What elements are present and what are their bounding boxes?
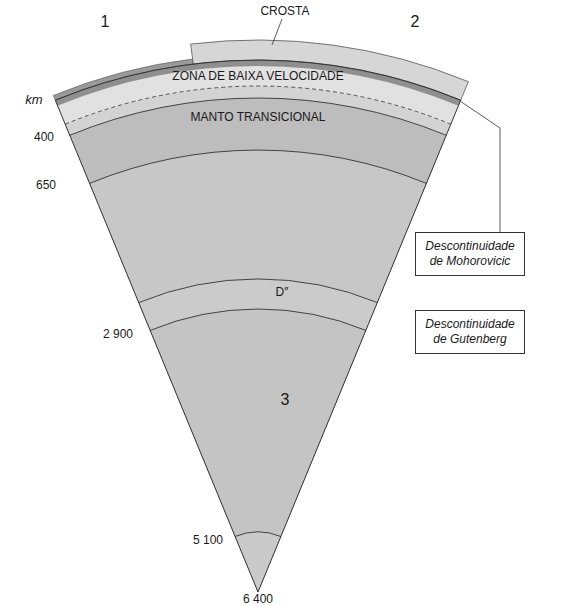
- callout-number: 1: [101, 14, 110, 30]
- inner-core: [235, 532, 281, 592]
- d-double-prime-layer: [139, 279, 378, 592]
- gutenberg-boundary: [150, 309, 366, 330]
- boundary-400: [70, 98, 447, 135]
- lower-mantle: [90, 150, 427, 592]
- boundary-650: [90, 150, 427, 183]
- wedge-outline: [55, 60, 460, 592]
- depth-label: 5 100: [193, 534, 223, 546]
- layer-label: MANTO TRANSICIONAL: [191, 111, 326, 123]
- leader-line: [272, 19, 282, 45]
- boundary-d-double-prime: [139, 279, 378, 303]
- callout-text: Descontinuidade de Mohorovicic: [420, 239, 520, 269]
- unit-label: km: [25, 93, 42, 106]
- callout-box: Descontinuidade de Gutenberg: [415, 310, 525, 354]
- upper-mantle: [65, 86, 451, 592]
- depth-label: 6 400: [243, 593, 273, 605]
- layer-label: D″: [276, 286, 289, 298]
- callout-number: 3: [281, 392, 290, 408]
- outer-core: [150, 309, 366, 592]
- callout-text: Descontinuidade de Gutenberg: [420, 317, 520, 347]
- low-velocity-zone: [55, 60, 460, 592]
- layer-label: ZONA DE BAIXA VELOCIDADE: [172, 70, 343, 82]
- leader-line: [460, 101, 500, 232]
- transition-mantle: [70, 98, 447, 592]
- low-velocity-boundary: [65, 86, 451, 124]
- layer-label: CROSTA: [260, 5, 309, 17]
- depth-label: 650: [36, 179, 56, 191]
- boundary-5100: [235, 532, 281, 537]
- callout-box: Descontinuidade de Mohorovicic: [415, 232, 525, 276]
- callout-number: 2: [411, 14, 420, 30]
- depth-label: 2 900: [103, 328, 133, 340]
- depth-label: 400: [34, 131, 54, 143]
- oceanic-crust: [53, 59, 193, 100]
